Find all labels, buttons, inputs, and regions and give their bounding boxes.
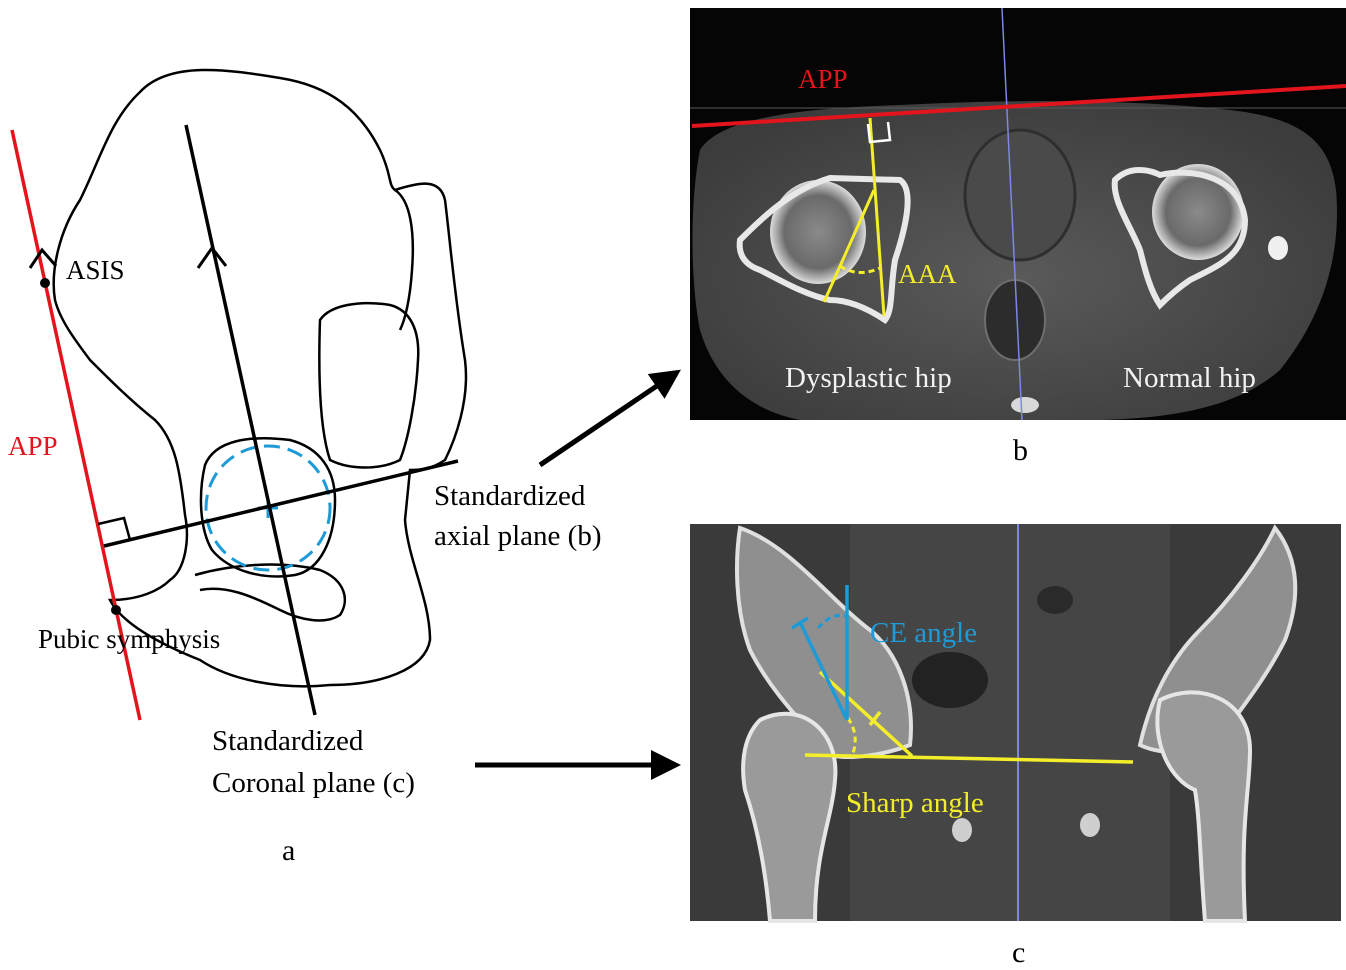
- panel-b: APP AAA Dysplastic hip Normal hip b: [690, 8, 1346, 467]
- asis-label: ASIS: [66, 255, 125, 285]
- obturator-outline: [319, 303, 418, 467]
- right-angle-marker: [98, 518, 130, 540]
- rectum: [985, 280, 1045, 360]
- aaa-label: AAA: [898, 259, 957, 289]
- panel-a: APP ASIS Pubic symphysis Standardized ax…: [8, 70, 676, 867]
- panel-a-caption: a: [282, 834, 295, 867]
- pubic-symphysis-label: Pubic symphysis: [38, 624, 220, 654]
- bladder: [965, 130, 1075, 260]
- coronal-plane-label-2: Coronal plane (c): [212, 767, 415, 799]
- arrow-to-b: [540, 373, 676, 465]
- panel-c-caption: c: [1012, 936, 1025, 969]
- pubic-ramus-outline: [195, 565, 345, 621]
- asis-point: [40, 278, 50, 288]
- pubic-symphysis-point: [111, 605, 121, 615]
- axial-plane-label-2: axial plane (b): [434, 520, 601, 552]
- bowel-gas: [912, 652, 988, 708]
- app-label-b: APP: [798, 64, 848, 94]
- normal-femoral-head: [1152, 164, 1244, 260]
- sacrum-fragment-2: [1080, 813, 1100, 837]
- coccyx: [1011, 397, 1039, 413]
- dysplastic-hip-label: Dysplastic hip: [785, 362, 952, 394]
- sacrum-fragment-1: [952, 818, 972, 842]
- ce-angle-label: CE angle: [870, 617, 977, 649]
- panel-c: Sharp angle CE angle c: [690, 524, 1341, 969]
- bowel-gas-2: [1037, 586, 1073, 614]
- bright-calcification: [1268, 236, 1288, 260]
- dysplastic-femoral-head: [770, 180, 866, 284]
- axial-plane-label-1: Standardized: [434, 480, 586, 512]
- app-label-a: APP: [8, 431, 58, 461]
- panel-b-caption: b: [1013, 434, 1028, 467]
- sharp-angle-label: Sharp angle: [846, 787, 984, 819]
- axial-line: [104, 461, 458, 546]
- coronal-plane-label-1: Standardized: [212, 725, 364, 757]
- pelvis-outline: [54, 70, 466, 686]
- normal-hip-label: Normal hip: [1123, 362, 1256, 394]
